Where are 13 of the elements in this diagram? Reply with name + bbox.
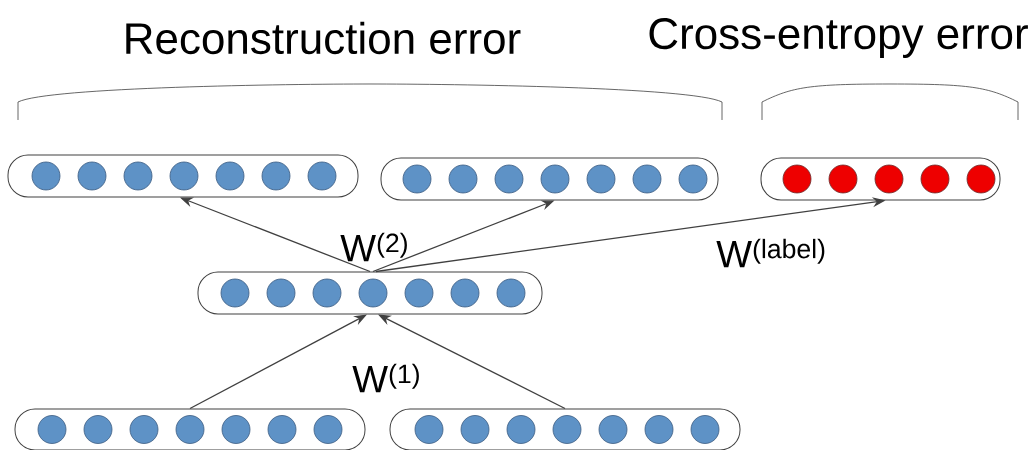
weight-label: W$^{(label)}$ <box>716 238 825 268</box>
layer-box <box>760 157 1001 201</box>
weight-label: W$^{(2)}$ <box>340 232 407 262</box>
arrow <box>189 314 367 410</box>
layer-box <box>380 157 719 201</box>
layer-box <box>14 408 366 450</box>
layer-box <box>389 408 741 450</box>
heading: Cross-entropy error <box>649 18 1028 58</box>
weight-label: W$^{(1)}$ <box>352 363 419 393</box>
heading: Reconstruction error <box>126 21 521 55</box>
layer-box <box>7 154 359 198</box>
arrow <box>378 314 566 410</box>
layer-box <box>197 271 543 315</box>
